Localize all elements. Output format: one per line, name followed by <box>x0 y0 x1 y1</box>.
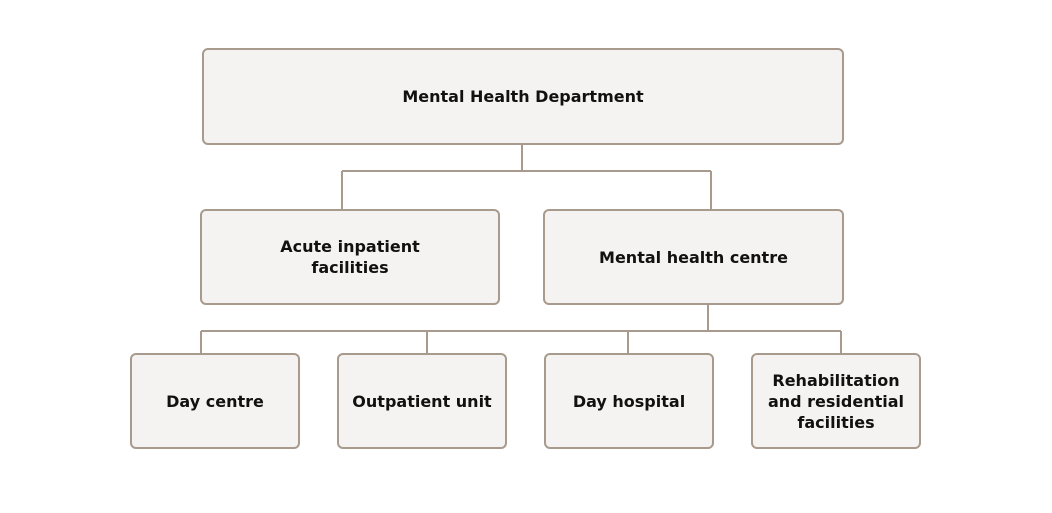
node-day-hospital: Day hospital <box>544 353 714 449</box>
node-acute-inpatient-facilities: Acute inpatient facilities <box>200 209 500 305</box>
node-label: Rehabilitation and residential facilitie… <box>767 370 905 432</box>
node-label: Outpatient unit <box>352 391 492 411</box>
node-label: Acute inpatient facilities <box>280 237 420 277</box>
node-mental-health-centre: Mental health centre <box>543 209 844 305</box>
node-label: Day centre <box>166 391 264 411</box>
connector-mhc-to-level3 <box>200 305 842 353</box>
node-label: Day hospital <box>572 391 686 411</box>
node-label: Mental health centre <box>599 247 788 267</box>
node-day-centre: Day centre <box>130 353 300 449</box>
node-rehabilitation-and-residential-facilities: Rehabilitation and residential facilitie… <box>751 353 921 449</box>
connector-root-to-level2 <box>341 145 712 209</box>
node-label: Mental Health Department <box>402 87 644 106</box>
node-outpatient-unit: Outpatient unit <box>337 353 507 449</box>
node-mental-health-department: Mental Health Department <box>202 48 844 145</box>
